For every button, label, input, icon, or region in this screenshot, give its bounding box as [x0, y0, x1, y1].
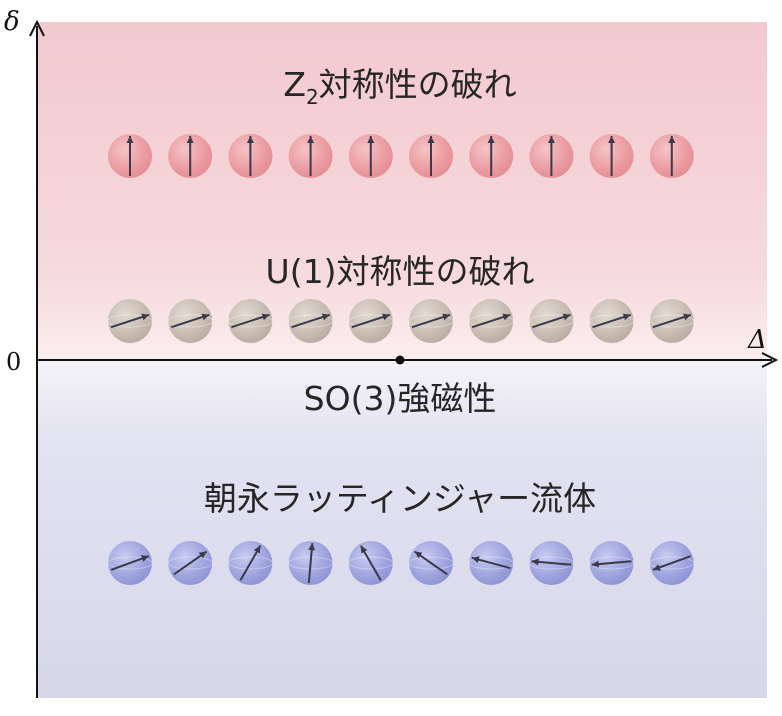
sphere-equator [288, 314, 334, 328]
x-axis-label: Δ [747, 325, 767, 355]
spin-arrowhead [442, 313, 451, 321]
u1-spin-10 [649, 299, 695, 343]
y-axis-label: δ [4, 7, 20, 37]
spin-arrowhead [471, 556, 480, 564]
sphere-equator [649, 314, 695, 328]
sphere-equator [227, 314, 273, 328]
u1-spin-2 [167, 299, 213, 343]
z2-spin-8 [529, 134, 574, 178]
spin-arrowhead [382, 313, 390, 321]
spin-arrowhead [531, 558, 539, 566]
sphere-equator [649, 556, 695, 570]
spin-arrowhead [246, 136, 254, 143]
spin-arrowhead [427, 136, 435, 143]
sphere-equator [589, 314, 635, 328]
spin-arrowhead [653, 564, 661, 571]
sphere-equator [167, 556, 213, 570]
spin-arrowhead [307, 136, 315, 143]
spin-arrowhead [591, 560, 599, 568]
spin-arrowhead [201, 313, 210, 321]
tll-spin-5 [348, 541, 394, 585]
sphere-equator [468, 314, 514, 328]
tll-spin-2 [167, 541, 213, 585]
z2-label-main: Z [283, 65, 306, 104]
sphere-equator [528, 314, 574, 328]
spin-arrowhead [198, 551, 207, 559]
spin-arrowhead [622, 313, 631, 321]
tll-spin-4 [288, 541, 334, 585]
spin-arrowhead [321, 313, 330, 321]
sphere-equator [468, 556, 514, 570]
y-axis-arrowhead [29, 19, 45, 37]
z2-label-rest: 対称性の破れ [319, 65, 517, 104]
z2-spin-1 [108, 134, 152, 178]
spin-arrowhead [502, 313, 511, 321]
sphere-equator [348, 556, 394, 570]
spin-arrowhead [414, 551, 423, 559]
tll-spin-6 [408, 541, 454, 585]
z2-spin-9 [589, 134, 634, 178]
tll-region-label: 朝永ラッティンジャー流体 [204, 479, 596, 518]
sphere-equator [528, 556, 574, 570]
z2-spin-6 [409, 134, 453, 178]
z2-spin-4 [288, 134, 333, 178]
sphere-equator [107, 314, 153, 328]
spin-arrowhead [608, 136, 616, 143]
u1-spin-7 [468, 299, 514, 343]
z2-spin-row [108, 134, 694, 178]
tll-spin-10 [649, 541, 695, 585]
z2-spin-10 [649, 134, 694, 178]
spin-arrowhead [126, 136, 134, 143]
spin-arrowhead [668, 136, 676, 143]
spin-arrowhead [360, 545, 368, 554]
tll-spin-9 [589, 541, 635, 585]
sphere-equator [589, 556, 635, 570]
tll-spin-1 [107, 541, 153, 585]
u1-spin-8 [528, 299, 574, 343]
u1-spin-6 [408, 299, 454, 343]
sphere-equator [227, 556, 273, 570]
origin-label: 0 [6, 348, 21, 376]
sphere-equator [167, 314, 213, 328]
u1-spin-4 [288, 299, 334, 343]
spin-arrowhead [487, 136, 495, 143]
spin-arrowhead [562, 313, 571, 321]
sphere-equator [408, 314, 454, 328]
tll-spin-7 [468, 541, 514, 585]
tll-spin-8 [528, 541, 574, 585]
so3-region-label: SO(3)強磁性 [304, 379, 497, 418]
z2-spin-5 [348, 134, 393, 178]
spin-arrowhead [141, 555, 149, 562]
z2-region-label: Z2対称性の破れ [283, 65, 516, 109]
z2-spin-7 [469, 134, 514, 178]
spin-arrowhead [683, 313, 691, 321]
z2-spin-3 [228, 134, 273, 178]
u1-spin-5 [348, 299, 394, 343]
u1-spin-9 [589, 299, 635, 343]
u1-region-label: U(1)対称性の破れ [266, 252, 535, 291]
transition-point [395, 355, 405, 365]
u1-spin-1 [107, 299, 153, 343]
sphere-equator [348, 314, 394, 328]
z2-spin-2 [168, 134, 213, 178]
spin-arrowhead [186, 136, 194, 143]
z2-label-subscript: 2 [306, 85, 319, 109]
u1-spin-row [107, 299, 695, 343]
sphere-equator [107, 556, 153, 570]
disordered-phase-region [37, 360, 767, 698]
spin-arrowhead [547, 136, 555, 143]
spin-arrowhead [253, 545, 261, 554]
spin-arrowhead [308, 543, 316, 551]
u1-spin-3 [227, 299, 273, 343]
ordered-phase-region [37, 22, 767, 360]
tll-spin-row [107, 541, 695, 585]
tll-spin-3 [227, 541, 273, 585]
spin-arrowhead [261, 313, 270, 321]
spin-arrowhead [367, 136, 375, 143]
spin-arrowhead [141, 313, 150, 321]
sphere-equator [408, 556, 454, 570]
x-axis-arrowhead [761, 352, 779, 368]
